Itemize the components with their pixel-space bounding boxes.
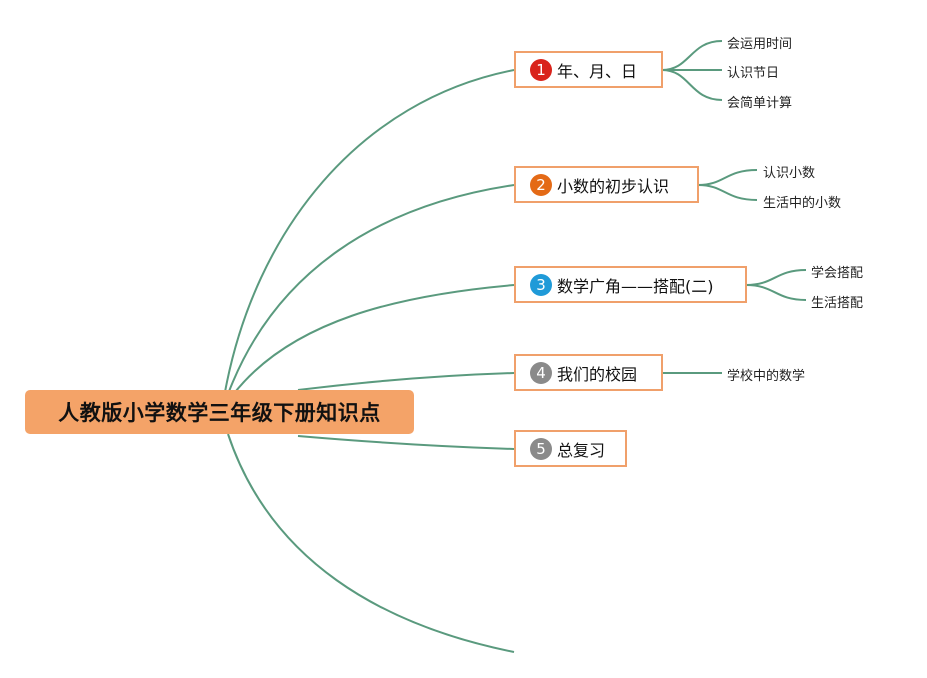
number-badge-1: 1 xyxy=(530,58,552,81)
root-label: 人教版小学数学三年级下册知识点 xyxy=(58,401,381,425)
leaf-line-2-2 xyxy=(697,184,758,201)
branch-line-1 xyxy=(224,69,515,393)
leaf-node-3-2[interactable]: 生活搭配 xyxy=(811,296,864,311)
leaf-line-3-1 xyxy=(745,269,807,286)
root-node[interactable]: 人教版小学数学三年级下册知识点 xyxy=(25,390,414,434)
branch-line-4 xyxy=(297,372,515,391)
leaf-line-1-3 xyxy=(661,69,723,101)
number-badge-2: 2 xyxy=(530,173,552,196)
leaf-node-1-1[interactable]: 会运用时间 xyxy=(727,37,793,52)
leaf-node-1-3[interactable]: 会简单计算 xyxy=(727,96,793,111)
leaf-node-1-2[interactable]: 认识节日 xyxy=(727,66,780,81)
number-badge-5: 5 xyxy=(530,437,552,460)
branch-line-5 xyxy=(297,435,515,450)
number-badge-4: 4 xyxy=(530,361,552,384)
leaf-line-1-1 xyxy=(661,40,723,71)
topic-node-2[interactable]: 2 小数的初步认识 xyxy=(514,166,699,203)
leaf-node-3-1[interactable]: 学会搭配 xyxy=(811,266,864,281)
topic-node-1[interactable]: 1 年、月、日 xyxy=(514,51,663,88)
leaf-node-2-2[interactable]: 生活中的小数 xyxy=(763,196,842,211)
branch-line-2 xyxy=(227,184,515,395)
branch-line-3 xyxy=(231,284,515,397)
topic-label-5: 总复习 xyxy=(557,440,606,460)
number-badge-3: 3 xyxy=(530,273,552,296)
branch-line-6 xyxy=(227,433,515,653)
leaf-line-2-1 xyxy=(697,169,758,186)
leaf-node-4-1[interactable]: 学校中的数学 xyxy=(727,369,806,384)
topic-label-2: 小数的初步认识 xyxy=(557,176,670,196)
topic-label-3: 数学广角——搭配(二) xyxy=(557,276,714,296)
topic-node-4[interactable]: 4 我们的校园 xyxy=(514,354,663,391)
topic-node-5[interactable]: 5 总复习 xyxy=(514,430,627,467)
leaf-node-2-1[interactable]: 认识小数 xyxy=(763,166,816,181)
leaf-line-3-2 xyxy=(745,284,807,301)
topic-node-3[interactable]: 3 数学广角——搭配(二) xyxy=(514,266,747,303)
topic-label-4: 我们的校园 xyxy=(557,364,638,384)
topic-label-1: 年、月、日 xyxy=(557,61,638,81)
